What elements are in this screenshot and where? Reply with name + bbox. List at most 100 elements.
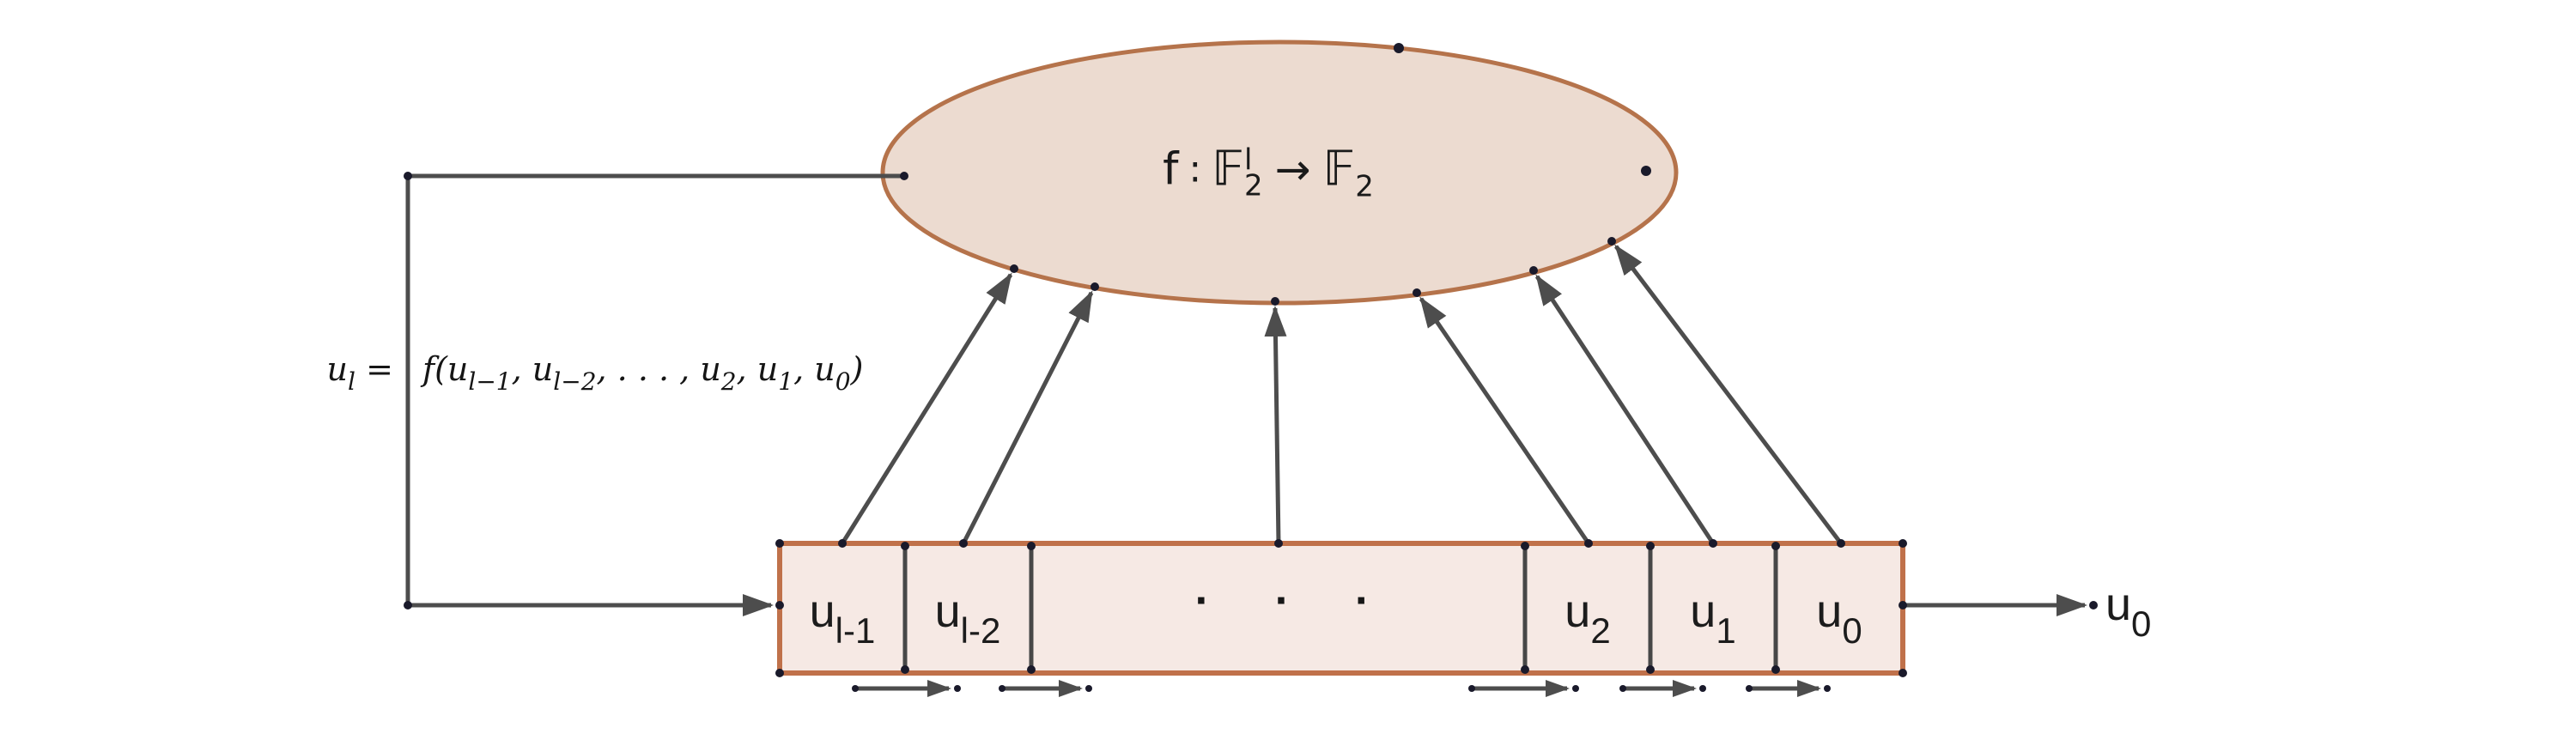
- connection-dot: [1771, 665, 1780, 674]
- eq-token: u: [700, 350, 721, 388]
- field-dim-2: 2: [1355, 169, 1374, 203]
- connection-dot: [1468, 685, 1475, 692]
- connection-dot: [1746, 685, 1753, 692]
- connection-dot: [1584, 539, 1593, 548]
- function-name: f: [1163, 143, 1179, 195]
- connection-dot: [1607, 237, 1616, 246]
- connection-dot: [1646, 542, 1655, 550]
- eq-token-sub: 2: [720, 367, 737, 396]
- eq-token: ): [850, 350, 864, 388]
- eq-token: u: [326, 350, 349, 388]
- register-cell-label-u2: u2: [1564, 585, 1610, 651]
- connection-dot: [901, 542, 909, 550]
- connection-dot: [999, 685, 1005, 692]
- wires: [405, 173, 2087, 697]
- eq-token-sub: l: [348, 367, 355, 396]
- feedback-equation-lhs: ul =: [326, 347, 404, 396]
- connection-dot: [404, 601, 412, 609]
- connection-dot: [901, 665, 909, 674]
- register-cell-label-u1: u1: [1690, 585, 1735, 651]
- input-arrow: [961, 290, 1094, 545]
- eq-token: ,: [736, 350, 757, 388]
- eq-token-sub: 0: [835, 367, 851, 396]
- connection-dot: [1271, 297, 1279, 306]
- field-exponents: l 2: [1243, 143, 1263, 203]
- connection-dot: [775, 601, 784, 609]
- eq-token: f: [422, 350, 435, 388]
- connection-dot: [1274, 539, 1283, 548]
- connection-dot: [1646, 665, 1655, 674]
- eq-token-sub: 1: [778, 367, 794, 396]
- connection-dot: [1709, 539, 1717, 548]
- connection-dot: [1699, 685, 1706, 692]
- connection-dot: [1394, 43, 1404, 53]
- connection-dot: [1085, 685, 1092, 692]
- cell-sub: l-1: [835, 610, 876, 651]
- input-arrow: [840, 272, 1013, 545]
- field-symbol-2: 𝔽: [1322, 141, 1356, 197]
- connection-dot: [1521, 665, 1529, 674]
- cell-sub: 2: [1590, 610, 1611, 651]
- eq-token-sub: l−1: [468, 367, 512, 396]
- connection-dot: [1837, 539, 1845, 548]
- cell-sub: 0: [1842, 610, 1862, 651]
- connection-dot: [1027, 542, 1036, 550]
- connection-dot: [2089, 601, 2098, 609]
- connection-dot: [1521, 542, 1529, 550]
- field-symbol: 𝔽: [1212, 141, 1244, 197]
- connection-dot: [1413, 288, 1421, 297]
- function-ellipse: [880, 39, 1679, 306]
- connection-dot: [1010, 264, 1018, 273]
- eq-token: u: [814, 350, 835, 388]
- connection-dot: [838, 539, 847, 548]
- connection-dot: [775, 539, 784, 548]
- function-colon: :: [1188, 147, 1202, 191]
- input-arrow: [1264, 306, 1287, 544]
- cell-base: u: [1816, 585, 1843, 637]
- eq-token: =: [355, 350, 404, 388]
- eq-token-sub: l−2: [553, 367, 597, 396]
- cell-base: u: [1690, 585, 1716, 637]
- register-box: [777, 541, 1905, 676]
- connection-dot: [1091, 282, 1099, 291]
- feedback-path: [405, 173, 904, 616]
- eq-token: , . . . ,: [596, 350, 701, 388]
- cell-sub: l-2: [960, 610, 1001, 651]
- eq-token: (: [434, 350, 447, 388]
- connection-dot: [1572, 685, 1579, 692]
- connection-dot: [1899, 601, 1907, 609]
- connection-dot: [1899, 539, 1907, 548]
- connection-dot: [404, 172, 412, 180]
- register-cell-label-ul1: ul-1: [809, 585, 876, 651]
- eq-token: ,: [793, 350, 815, 388]
- input-arrow: [1419, 296, 1591, 545]
- connection-dot: [1641, 166, 1651, 176]
- cell-sub: 1: [1716, 610, 1736, 651]
- connection-dot: [954, 685, 961, 692]
- connection-dots: [404, 43, 2098, 692]
- register-cell-label-u0: u0: [1816, 585, 1862, 651]
- cell-base: u: [1564, 585, 1591, 637]
- connection-dot: [1027, 665, 1036, 674]
- connection-dot: [852, 685, 859, 692]
- output-sub: 0: [2131, 603, 2152, 644]
- eq-token: u: [532, 350, 554, 388]
- feedback-equation-rhs: f(ul−1, ul−2, . . . , u2, u1, u0): [422, 347, 864, 396]
- connection-dot: [1899, 669, 1907, 677]
- connection-dot: [1824, 685, 1831, 692]
- connection-dot: [1619, 685, 1626, 692]
- eq-token: ,: [511, 350, 532, 388]
- register-dividers: [902, 546, 1778, 670]
- output-base: u: [2105, 579, 2132, 630]
- input-arrow: [1534, 274, 1716, 545]
- maps-to-arrow: →: [1274, 144, 1311, 194]
- connection-dot: [1529, 266, 1538, 275]
- field-power: l: [1243, 143, 1253, 177]
- connection-dot: [959, 539, 968, 548]
- function-label: f : 𝔽 l 2 → 𝔽 2: [1163, 141, 1374, 204]
- cell-base: u: [809, 585, 835, 637]
- field-dim: 2: [1243, 168, 1263, 203]
- eq-token: u: [447, 350, 469, 388]
